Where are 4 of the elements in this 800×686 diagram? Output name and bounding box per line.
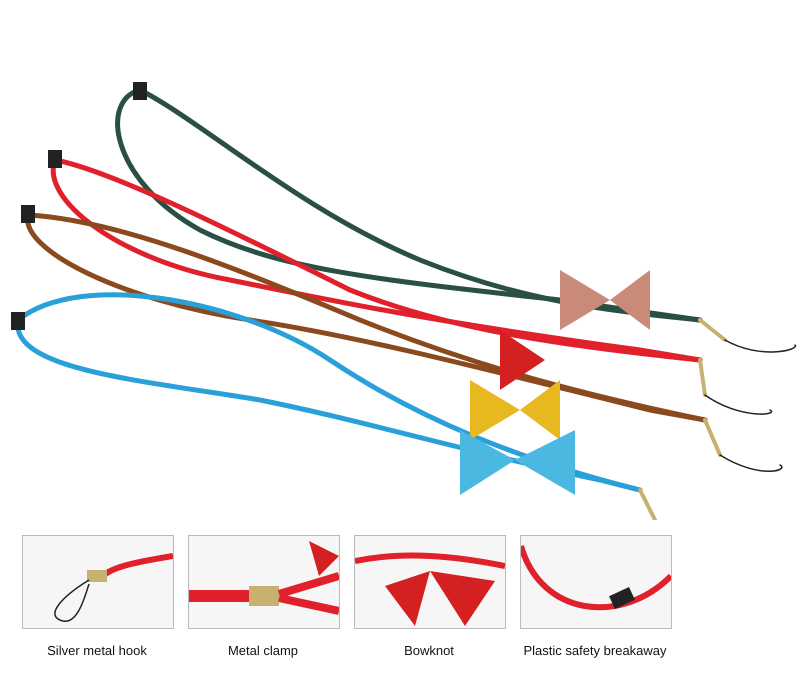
photo-caption: Silver metal hook xyxy=(46,643,148,658)
photo-caption: Bowknot xyxy=(403,643,455,658)
photo-caption: Plastic safety breakaway xyxy=(522,643,668,658)
photo-caption: Metal clamp xyxy=(226,643,300,658)
